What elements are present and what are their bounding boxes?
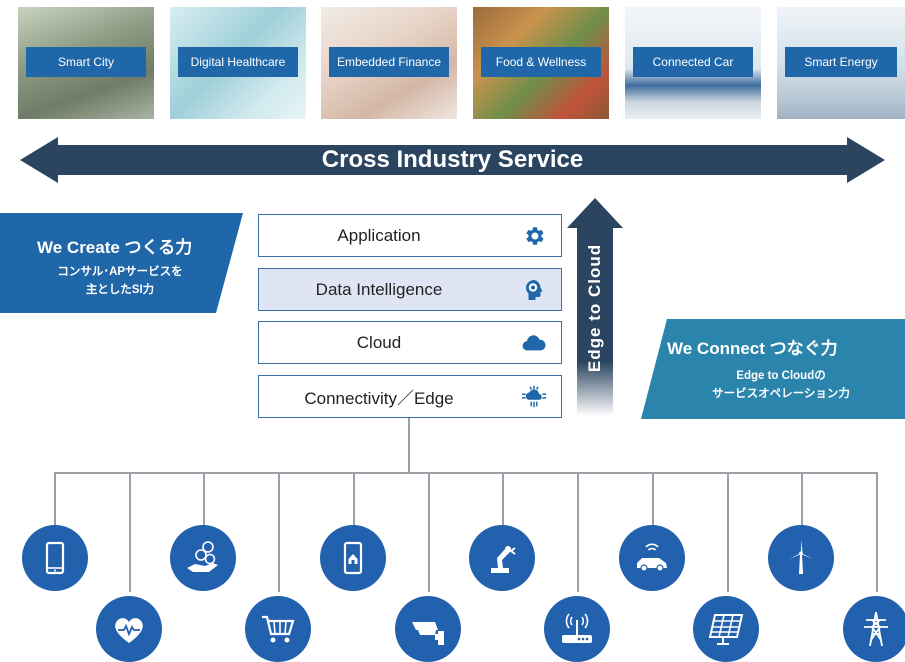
edge-to-cloud-label: Edge to Cloud xyxy=(585,243,604,373)
cross-industry-arrow xyxy=(20,137,885,183)
device-smartphone[interactable] xyxy=(22,525,88,591)
we-connect-banner: We Connect つなぐ力 Edge to Cloudの サービスオペレーシ… xyxy=(641,319,905,419)
layer-cloud[interactable]: Cloud xyxy=(258,321,562,364)
drop-line xyxy=(129,472,131,592)
industry-tile-smart-energy[interactable]: Smart Energy xyxy=(777,7,905,119)
shopping-cart-icon xyxy=(262,615,295,643)
home-tablet-icon xyxy=(343,541,363,575)
wifi-router-icon xyxy=(562,613,592,643)
device-wind-turbine[interactable] xyxy=(768,525,834,591)
industry-label: Smart Energy xyxy=(785,47,897,77)
we-create-title: We Create つくる力 xyxy=(37,238,193,257)
solar-panel-icon xyxy=(708,614,744,645)
device-heart-monitor[interactable] xyxy=(96,596,162,662)
connected-car-icon xyxy=(637,543,667,572)
layer-data-intelligence[interactable]: Data Intelligence xyxy=(258,268,562,311)
drop-line xyxy=(278,472,280,592)
industry-label: Food & Wellness xyxy=(481,47,601,77)
robot-arm-icon xyxy=(491,546,516,573)
drop-line xyxy=(876,472,878,592)
industry-label: Connected Car xyxy=(633,47,753,77)
drop-line xyxy=(502,472,504,532)
drop-line xyxy=(577,472,579,592)
drop-line xyxy=(652,472,654,532)
we-create-shape xyxy=(0,213,243,313)
drop-line xyxy=(428,472,430,592)
gear-icon xyxy=(526,227,544,245)
drop-line xyxy=(801,472,803,532)
bus-line xyxy=(54,472,878,474)
we-create-subtitle-2: 主としたSI力 xyxy=(85,284,155,296)
drop-line xyxy=(727,472,729,592)
we-connect-title: We Connect つなぐ力 xyxy=(667,339,838,358)
industry-tile-embedded-finance[interactable]: Embedded Finance xyxy=(321,7,457,119)
layer-connectivity-edge[interactable]: Connectivity／Edge xyxy=(258,375,562,418)
we-connect-subtitle-2: サービスオペレーション力 xyxy=(712,388,850,400)
layer-label: Application xyxy=(337,225,421,245)
layer-label: Cloud xyxy=(356,332,402,352)
device-solar-panel[interactable] xyxy=(693,596,759,662)
we-connect-shape xyxy=(641,319,905,419)
wind-turbine-icon xyxy=(789,540,813,574)
drop-line xyxy=(54,472,56,532)
industry-tile-digital-healthcare[interactable]: Digital Healthcare xyxy=(170,7,306,119)
device-security-camera[interactable] xyxy=(395,596,461,662)
device-shopping-cart[interactable] xyxy=(245,596,311,662)
power-tower-icon xyxy=(864,611,888,647)
industry-tile-connected-car[interactable]: Connected Car xyxy=(625,7,761,119)
layer-label: Data Intelligence xyxy=(315,279,443,299)
device-home-tablet[interactable] xyxy=(320,525,386,591)
money-hand-icon xyxy=(187,541,218,572)
cloud-icon xyxy=(522,335,546,351)
edge-to-cloud-arrow xyxy=(567,198,623,416)
industry-tile-food-wellness[interactable]: Food & Wellness xyxy=(473,7,609,119)
device-connected-car[interactable] xyxy=(619,525,685,591)
device-wifi-router[interactable] xyxy=(544,596,610,662)
device-robot-arm[interactable] xyxy=(469,525,535,591)
we-connect-subtitle-1: Edge to Cloudの xyxy=(736,370,826,382)
drop-line xyxy=(203,472,205,532)
ai-head-icon xyxy=(526,280,543,300)
industry-label: Smart City xyxy=(26,47,146,77)
security-camera-icon xyxy=(412,622,444,645)
layer-application[interactable]: Application xyxy=(258,214,562,257)
edge-signal-icon xyxy=(521,385,547,408)
drop-line xyxy=(353,472,355,532)
device-money-hand[interactable] xyxy=(170,525,236,591)
industry-tile-smart-city[interactable]: Smart City xyxy=(18,7,154,119)
we-create-banner: We Create つくる力 コンサル･APサービスを 主としたSI力 xyxy=(0,213,243,313)
cross-industry-label: Cross Industry Service xyxy=(321,146,584,173)
device-power-tower[interactable] xyxy=(843,596,905,662)
industry-label: Embedded Finance xyxy=(329,47,449,77)
layer-label: Connectivity／Edge xyxy=(304,389,454,408)
trunk-line xyxy=(408,418,410,473)
smartphone-icon xyxy=(45,541,65,575)
industry-label: Digital Healthcare xyxy=(178,47,298,77)
we-create-subtitle-1: コンサル･APサービスを xyxy=(57,266,183,278)
heart-monitor-icon xyxy=(115,618,143,643)
